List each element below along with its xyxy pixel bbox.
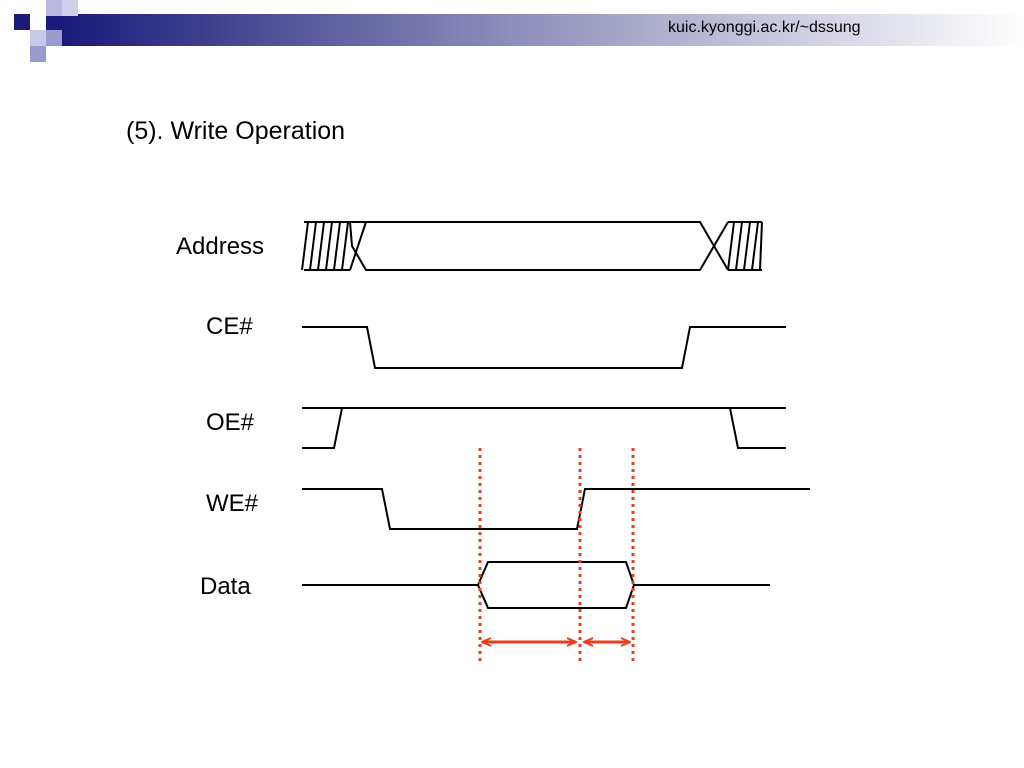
data-valid-waveform <box>476 561 636 609</box>
header-bar <box>0 0 1024 62</box>
logo-square <box>30 46 46 62</box>
signal-label-we: WE# <box>206 490 259 517</box>
signal-label-ce: CE# <box>206 313 253 340</box>
logo-square <box>46 16 62 32</box>
header-gradient <box>62 14 1024 46</box>
site-url: kuic.kyonggi.ac.kr/~dssung <box>668 19 861 36</box>
address-valid-waveform <box>348 221 716 271</box>
header-decoration <box>14 0 1024 62</box>
signal-label-oe: OE# <box>206 409 255 436</box>
we-waveform <box>302 488 810 530</box>
logo-square <box>46 0 62 16</box>
oe-waveform-low-left <box>302 407 343 449</box>
address-invalid-left <box>301 221 350 271</box>
address-invalid-right <box>727 221 763 271</box>
slide-title: (5). Write Operation <box>126 117 346 145</box>
signal-label-data: Data <box>200 573 251 600</box>
logo-square <box>14 14 30 30</box>
logo-square <box>62 0 78 16</box>
logo-square <box>46 30 62 46</box>
ce-waveform <box>302 326 786 369</box>
signal-label-address: Address <box>176 233 265 260</box>
logo-square <box>30 30 46 46</box>
oe-waveform-low-right <box>729 407 786 449</box>
